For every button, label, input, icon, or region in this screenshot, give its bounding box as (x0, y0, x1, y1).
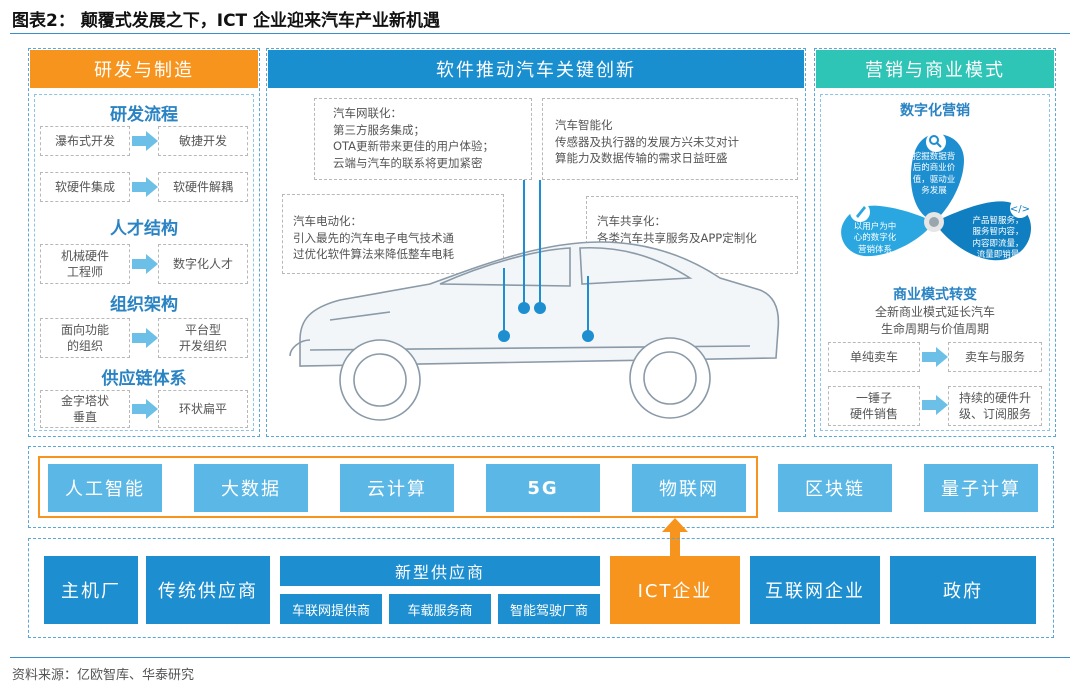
actor-oem: 主机厂 (44, 556, 138, 624)
arrow-icon (132, 328, 158, 348)
to-box-subscription: 持续的硬件升 级、订阅服务 (948, 386, 1042, 426)
note-intelligent: 汽车智能化 传感器及执行器的发展方兴未艾对计 算能力及数据传输的需求日益旺盛 (542, 98, 798, 180)
to-box-agile: 敏捷开发 (158, 126, 248, 156)
digital-marketing-title: 数字化营销 (900, 103, 970, 119)
rocket-icon (856, 206, 866, 218)
tech-5g: 5G (486, 464, 600, 512)
source-note: 资料来源：亿欧智库、华泰研究 (12, 668, 195, 683)
to-box-digital-talent: 数字化人才 (158, 244, 248, 284)
tech-cloud: 云计算 (340, 464, 454, 512)
from-box-pyramid: 金字塔状 垂直 (40, 390, 130, 428)
tech-highlight-frame (38, 456, 758, 518)
note-electric: 汽车电动化： 引入最先的汽车电子电气技术通 过优化软件算法来降低整车电耗 (282, 194, 504, 274)
right-panel (814, 48, 1056, 437)
new-supplier-autonomous: 智能驾驶厂商 (498, 594, 600, 624)
business-model-desc: 全新商业模式延长汽车 生命周期与价值周期 (874, 305, 995, 337)
arrow-icon (132, 254, 158, 274)
section-title-rd-process: 研发流程 (110, 105, 178, 125)
middle-panel-header: 软件推动汽车关键创新 (268, 50, 804, 88)
petal-right-text: 产品智服务， 服务智内容， 内容即流量， 流量即销量 (972, 216, 1024, 261)
arrow-icon (132, 131, 158, 151)
dot-intelligent (534, 302, 546, 314)
connector-lines (498, 180, 594, 342)
tech-iot: 物联网 (632, 464, 746, 512)
arrow-icon (922, 395, 948, 415)
to-box-decoupling: 软硬件解耦 (158, 172, 248, 202)
tech-row (28, 446, 1054, 528)
right-panel-body (820, 94, 1050, 431)
up-arrow-icon (662, 518, 688, 556)
right-panel-header: 营销与商业模式 (816, 50, 1054, 88)
new-supplier-iov: 车联网提供商 (280, 594, 382, 624)
left-panel-header: 研发与制造 (30, 50, 258, 88)
tech-big-data: 大数据 (194, 464, 308, 512)
arrow-icon (132, 399, 158, 419)
section-title-org: 组织架构 (110, 295, 178, 315)
search-icon (929, 135, 939, 145)
middle-panel (266, 48, 806, 437)
arrow-icon (132, 177, 158, 197)
from-box-waterfall: 瀑布式开发 (40, 126, 130, 156)
to-box-car-service: 卖车与服务 (948, 342, 1042, 372)
from-box-one-time: 一锤子 硬件销售 (828, 386, 920, 426)
dot-electric (498, 330, 510, 342)
petal-left-text: 以用户为中 心的数字化 营销体系 (853, 222, 897, 255)
from-box-sell-car: 单纯卖车 (828, 342, 920, 372)
actor-new-supplier: 新型供应商 (280, 556, 600, 586)
petal-top-text: 挖掘数据背 后的商业价 值，驱动业 务发展 (912, 152, 956, 197)
from-box-functional-org: 面向功能 的组织 (40, 318, 130, 358)
actor-traditional-supplier: 传统供应商 (146, 556, 270, 624)
actor-ict: ICT企业 (610, 556, 740, 624)
footer-rule (10, 657, 1070, 658)
new-supplier-in-car-service: 车载服务商 (389, 594, 491, 624)
note-networked: 汽车网联化： 第三方服务集成； OTA更新带来更佳的用户体验； 云端与汽车的联系… (314, 98, 532, 180)
arrow-icon (922, 347, 948, 367)
to-box-platform-org: 平台型 开发组织 (158, 318, 248, 358)
code-icon: </> (1010, 204, 1030, 215)
tech-blockchain: 区块链 (778, 464, 892, 512)
section-title-supply-chain: 供应链体系 (101, 369, 187, 389)
dot-shared (582, 330, 594, 342)
from-box-integration: 软硬件集成 (40, 172, 130, 202)
to-box-flat-ring: 环状扁平 (158, 390, 248, 428)
actor-government: 政府 (890, 556, 1036, 624)
actors-row (28, 538, 1054, 638)
tech-quantum: 量子计算 (924, 464, 1038, 512)
left-panel-body (34, 94, 254, 431)
left-panel (28, 48, 260, 437)
tech-ai: 人工智能 (48, 464, 162, 512)
title-rule (10, 33, 1070, 34)
dot-networked (518, 302, 530, 314)
actor-internet: 互联网企业 (750, 556, 880, 624)
from-box-hardware-engineer: 机械硬件 工程师 (40, 244, 130, 284)
figure-title: 图表2： 颠覆式发展之下，ICT 企业迎来汽车产业新机遇 (12, 11, 441, 31)
petal-diagram: </> (841, 132, 1032, 261)
section-title-talent: 人才结构 (110, 219, 178, 239)
business-model-title: 商业模式转变 (893, 287, 977, 303)
